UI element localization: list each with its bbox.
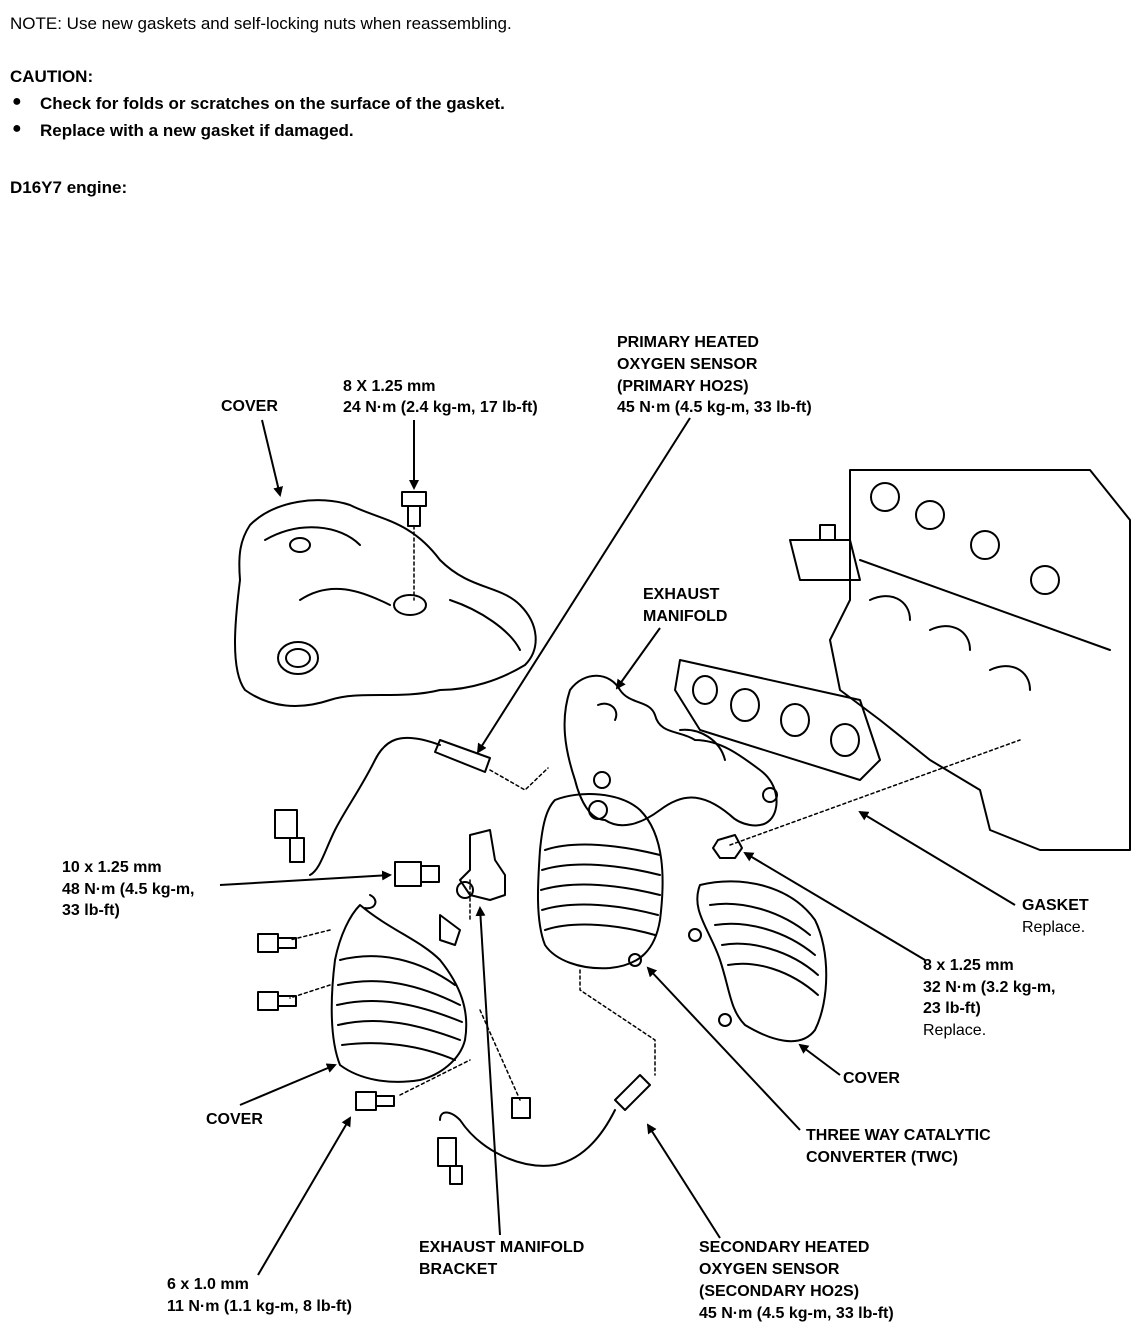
- bolt-10-torque-label: 33 lb-ft): [62, 902, 120, 919]
- bolt-6-torque-label: 11 N·m (1.1 kg-m, 8 lb-ft): [167, 1298, 352, 1315]
- bracket-label: BRACKET: [419, 1261, 498, 1278]
- exhaust-manifold-label: MANIFOLD: [643, 608, 728, 625]
- catalytic-converter-shape: [537, 793, 664, 970]
- primary-sensor-label: OXYGEN SENSOR: [617, 356, 758, 373]
- bracket-label: EXHAUST MANIFOLD: [419, 1239, 585, 1256]
- gasket-shape: [674, 659, 881, 781]
- bolt-10-torque-label: 48 N·m (4.5 kg-m,: [62, 881, 195, 898]
- bolt-10-shape: [394, 861, 440, 887]
- nut-8-torque-label: 23 lb-ft): [923, 1000, 981, 1017]
- exhaust-manifold-label: EXHAUST: [643, 586, 720, 603]
- secondary-sensor-label: (SECONDARY HO2S): [699, 1283, 860, 1300]
- primary-sensor-label: (PRIMARY HO2S): [617, 378, 749, 395]
- nut-8-replace-label: Replace.: [923, 1022, 987, 1039]
- twc-label: CONVERTER (TWC): [806, 1149, 958, 1166]
- engine-shape: [789, 469, 1131, 851]
- caution-item: Replace with a new gasket if damaged.: [40, 121, 354, 140]
- bolt-10-size-label: 10 x 1.25 mm: [62, 859, 162, 876]
- gasket-replace-label: Replace.: [1022, 919, 1086, 936]
- bullet-icon: ●: [12, 120, 22, 137]
- top-bolt-size-label: 8 X 1.25 mm: [343, 378, 436, 395]
- top-bolt-torque-label: 24 N·m (2.4 kg-m, 17 lb-ft): [343, 399, 538, 416]
- primary-sensor-torque-label: 45 N·m (4.5 kg-m, 33 lb-ft): [617, 399, 812, 416]
- gasket-label: GASKET: [1022, 897, 1089, 914]
- nut-shape: [712, 834, 743, 859]
- secondary-sensor-shape: [437, 1074, 651, 1185]
- manifold-shape: [563, 674, 778, 827]
- left-bolts-shape: [257, 933, 531, 1119]
- nut-8-size-label: 8 x 1.25 mm: [923, 957, 1014, 974]
- cover-left-label: COVER: [206, 1111, 263, 1128]
- bolt-6-size-label: 6 x 1.0 mm: [167, 1276, 249, 1293]
- cover-top-label: COVER: [221, 398, 278, 415]
- secondary-sensor-label: SECONDARY HEATED: [699, 1239, 870, 1256]
- secondary-sensor-torque-label: 45 N·m (4.5 kg-m, 33 lb-ft): [699, 1305, 894, 1322]
- caution-title: CAUTION:: [10, 67, 94, 86]
- bullet-icon: ●: [12, 93, 22, 110]
- caution-item: Check for folds or scratches on the surf…: [40, 94, 505, 113]
- bracket-shape: [439, 829, 506, 946]
- secondary-sensor-label: OXYGEN SENSOR: [699, 1261, 840, 1278]
- engine-heading: D16Y7 engine:: [10, 178, 128, 197]
- top-cover-shape: [234, 499, 537, 707]
- note-text: NOTE: Use new gaskets and self-locking n…: [10, 14, 512, 33]
- twc-label: THREE WAY CATALYTIC: [806, 1127, 991, 1144]
- left-cover-shape: [330, 894, 468, 1083]
- primary-sensor-shape: [274, 736, 491, 876]
- right-cover-shape: [688, 880, 828, 1043]
- cover-right-label: COVER: [843, 1070, 900, 1087]
- nut-8-torque-label: 32 N·m (3.2 kg-m,: [923, 979, 1056, 996]
- primary-sensor-label: PRIMARY HEATED: [617, 334, 759, 351]
- top-bolt-shape: [401, 491, 427, 601]
